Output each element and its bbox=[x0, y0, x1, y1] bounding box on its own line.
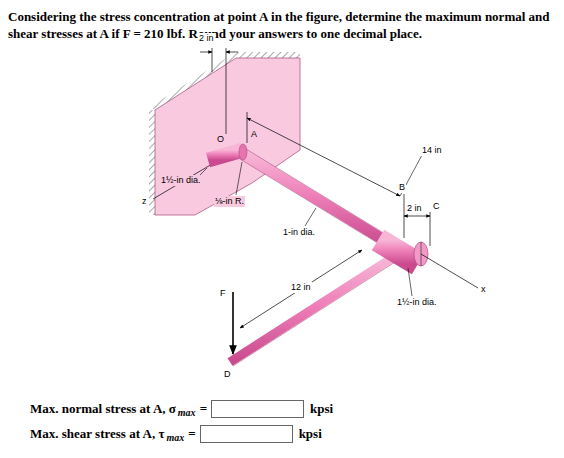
dimension: 2 in bbox=[198, 33, 215, 44]
shaft-1in bbox=[243, 154, 392, 245]
dimension: 2 in bbox=[406, 203, 423, 214]
wall-hatch bbox=[236, 52, 300, 58]
dimension-line bbox=[240, 250, 362, 328]
point-label: A bbox=[250, 129, 258, 140]
problem-statement: Considering the stress concentration at … bbox=[8, 8, 556, 42]
answer-label: kpsi bbox=[299, 426, 322, 442]
answer-input bbox=[211, 400, 304, 418]
dimension-line bbox=[247, 118, 400, 196]
extension-line bbox=[212, 48, 213, 72]
diameter-label: 1½-in dia. bbox=[396, 297, 438, 308]
diameter-label: 1-in dia. bbox=[282, 227, 316, 238]
wall-hatch bbox=[150, 52, 236, 110]
shaft-outline bbox=[246, 149, 395, 240]
hub bbox=[378, 240, 418, 264]
dimension-line bbox=[200, 52, 212, 53]
point-label: O bbox=[216, 134, 225, 145]
answer-label: = bbox=[188, 426, 195, 442]
crank-arm bbox=[230, 258, 392, 362]
leader-line bbox=[236, 162, 242, 195]
subscript: max bbox=[178, 407, 196, 419]
dimension-line bbox=[226, 52, 238, 53]
diameter-label: 1½-in dia. bbox=[160, 175, 202, 186]
point-label: D bbox=[223, 369, 232, 380]
leader-line bbox=[200, 168, 207, 175]
force-arrow bbox=[232, 292, 234, 354]
dimension: 14 in bbox=[421, 145, 443, 156]
force-label: F bbox=[219, 288, 227, 299]
point-label: C bbox=[432, 201, 441, 212]
leader-line bbox=[408, 268, 412, 296]
axis-label: z bbox=[141, 196, 148, 207]
x-axis bbox=[421, 254, 478, 288]
leader-line bbox=[305, 208, 316, 226]
shaft-outline bbox=[240, 159, 389, 250]
z-axis bbox=[153, 164, 212, 199]
wall bbox=[155, 58, 300, 215]
dimension: 12 in bbox=[290, 282, 312, 293]
dimension-line bbox=[404, 216, 430, 217]
extension-line bbox=[247, 112, 248, 143]
subscript: max bbox=[166, 432, 184, 444]
wall-hatch bbox=[149, 110, 155, 215]
shaft-1-5in bbox=[208, 150, 243, 160]
point-label: B bbox=[398, 182, 406, 193]
answer-input bbox=[200, 425, 293, 443]
crank-arm-outline bbox=[233, 262, 395, 366]
radius-label: ⅛-in R. bbox=[214, 196, 245, 207]
fillet bbox=[239, 144, 247, 160]
axis-label: x bbox=[480, 284, 487, 295]
answer-label: Max. shear stress at A, τ bbox=[30, 426, 164, 442]
extension-line bbox=[430, 212, 431, 246]
extension-line bbox=[226, 48, 227, 134]
answer-label: Max. normal stress at A, σ bbox=[30, 401, 176, 417]
answer-label: = bbox=[200, 401, 207, 417]
answer-label: kpsi bbox=[310, 401, 333, 417]
